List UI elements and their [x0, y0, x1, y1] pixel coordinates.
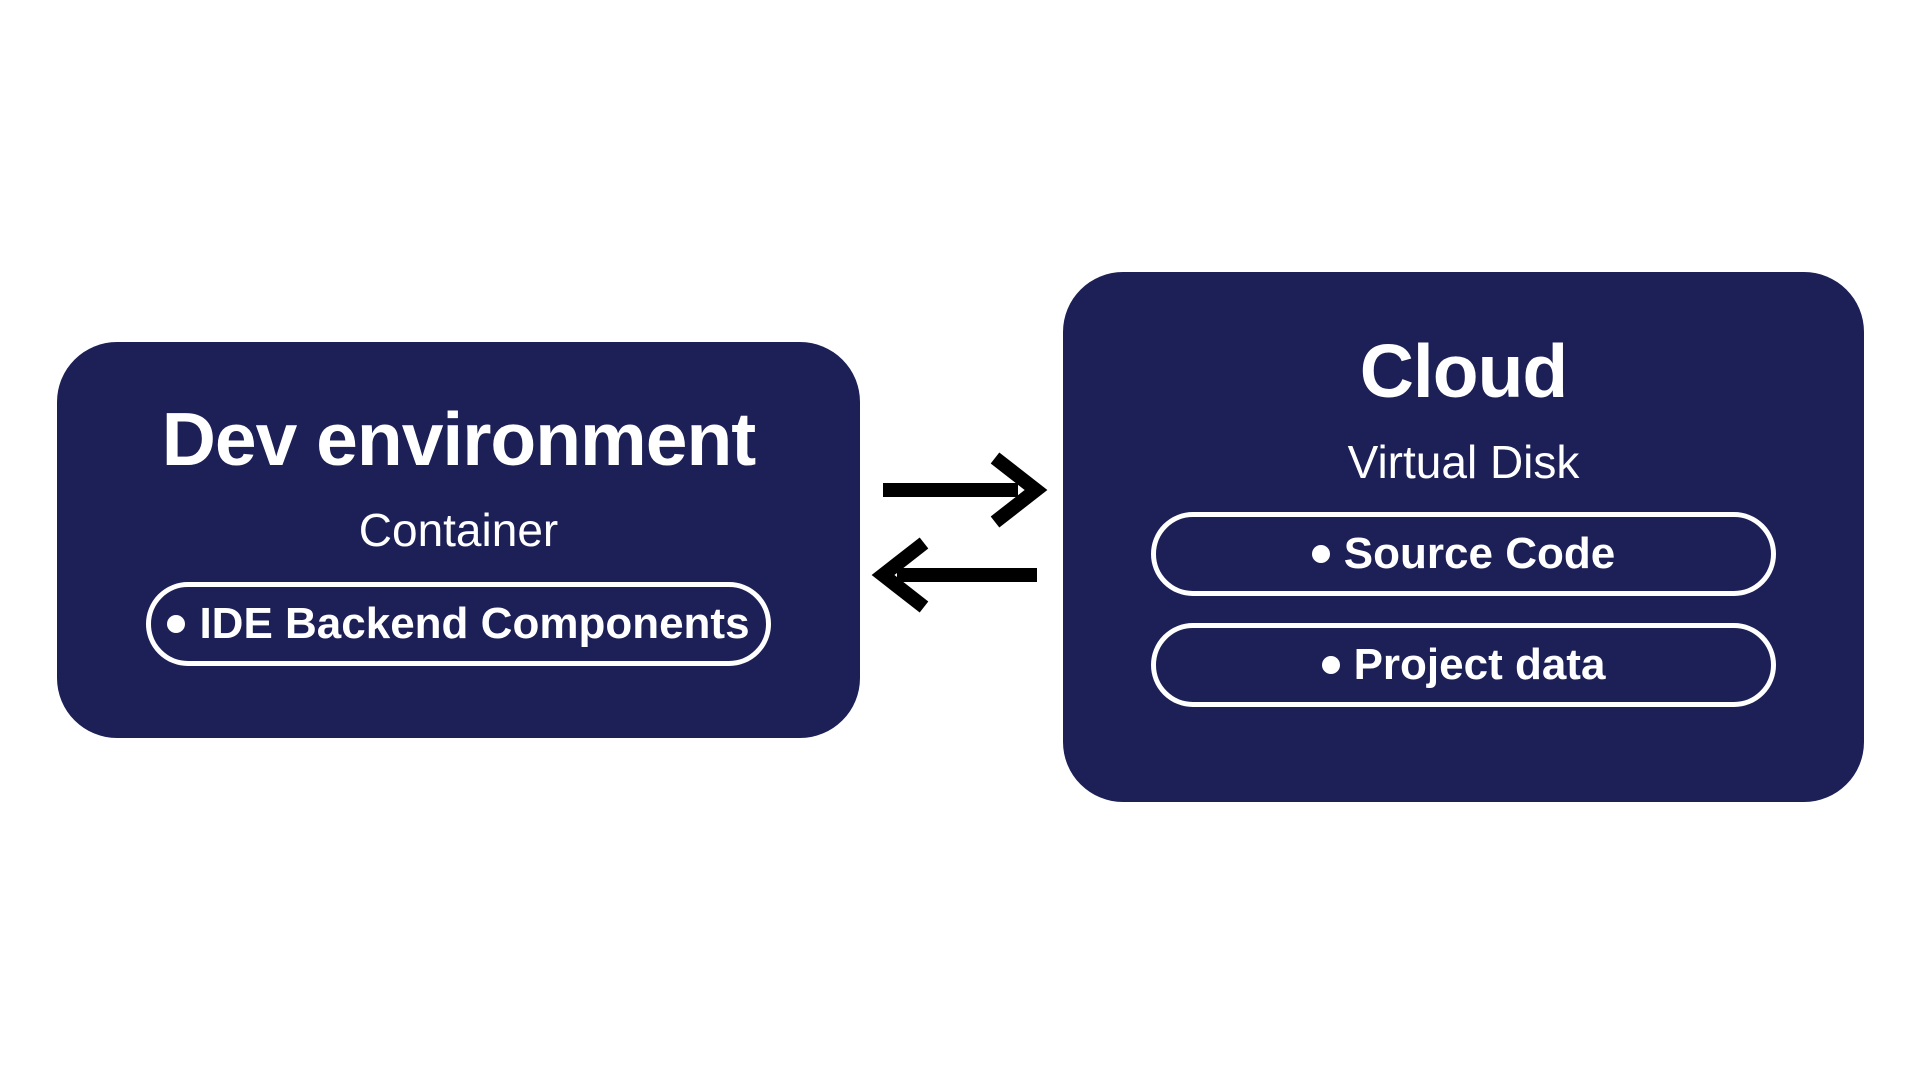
dev-environment-subtitle: Container	[358, 504, 559, 556]
bullet-icon	[1311, 545, 1330, 563]
arrow-right-icon	[883, 452, 1048, 528]
ide-backend-components-pill: IDE Backend Components	[146, 582, 771, 666]
dev-environment-title: Dev environment	[161, 397, 756, 481]
source-code-label: Source Code	[1343, 529, 1616, 578]
cloud-subtitle: Virtual Disk	[1347, 436, 1580, 488]
project-data-pill: Project data	[1151, 623, 1776, 707]
dev-environment-box: Dev environment Container IDE Backend Co…	[57, 342, 860, 738]
source-code-pill: Source Code	[1151, 512, 1776, 596]
bullet-icon	[1321, 656, 1340, 674]
ide-backend-components-label: IDE Backend Components	[199, 599, 750, 648]
sync-arrows	[871, 452, 1048, 613]
arrow-left-icon	[871, 537, 1037, 613]
project-data-label: Project data	[1353, 640, 1606, 689]
bullet-icon	[167, 615, 186, 633]
cloud-title: Cloud	[1359, 329, 1568, 413]
cloud-box: Cloud Virtual Disk Source Code Project d…	[1063, 272, 1864, 802]
